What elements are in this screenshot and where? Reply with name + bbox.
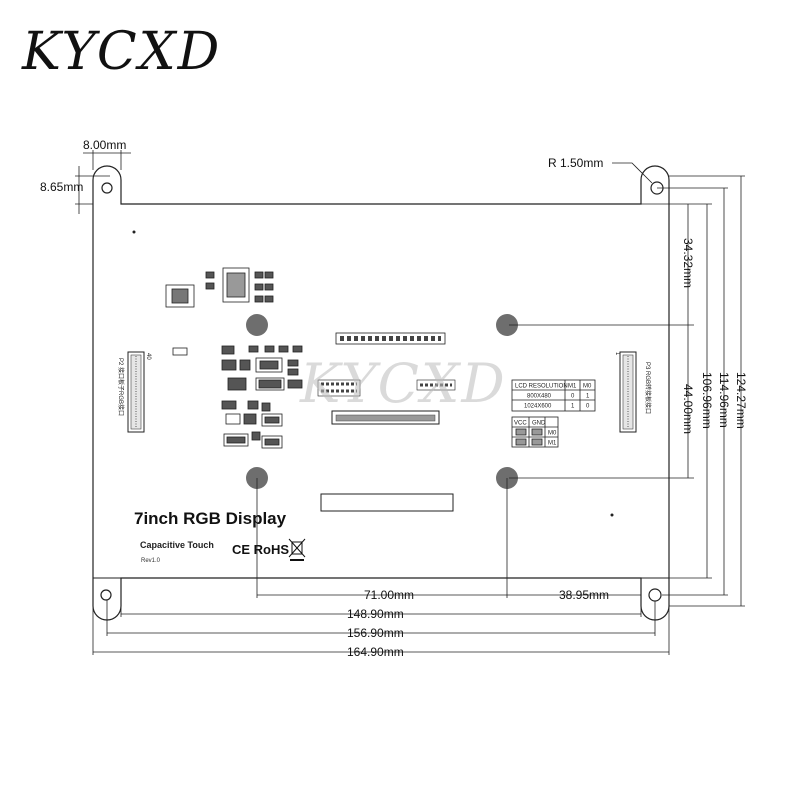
- standoff-top-right: [496, 314, 518, 336]
- resolution-table-header: M1: [568, 384, 577, 390]
- resolution-table-header: M0: [583, 384, 592, 390]
- right-connector-label: P3 RGB转接板接口: [644, 362, 652, 414]
- small-headers: [317, 379, 456, 397]
- dim-corner-radius: R 1.50mm: [548, 156, 603, 170]
- jumper-table-header: GND: [532, 421, 546, 427]
- brand-logo: KYCXD: [22, 22, 222, 82]
- fiducial-dot: [132, 230, 136, 234]
- dim-width-inner: 148.90mm: [347, 607, 404, 621]
- dim-mount-spacing-y: 34.32mm: [681, 238, 695, 288]
- jumper-table-row: M0: [548, 431, 557, 437]
- mount-hole-bottom-right: [648, 588, 662, 602]
- dim-mount-spacing-y2: 44.00mm: [681, 384, 695, 434]
- fiducial-dot: [610, 513, 614, 517]
- header-pin-strip: [335, 332, 446, 345]
- left-connector-label: P2 接口板子RGB接口: [117, 358, 125, 416]
- dim-mount-spacing-x: 71.00mm: [364, 588, 414, 602]
- resolution-table: [511, 379, 596, 412]
- board-title: 7inch RGB Display: [134, 509, 287, 528]
- resolution-table-cell: 1: [586, 394, 590, 400]
- jumper-table-row: M1: [548, 441, 557, 447]
- dim-height-inner: 106.96mm: [700, 372, 714, 429]
- standoff-top-left: [246, 314, 268, 336]
- left-connector-pin: 40: [145, 353, 151, 360]
- dim-height-mid: 114.96mm: [717, 372, 731, 428]
- watermark: KYCXD: [300, 352, 507, 415]
- weee-bin-icon: [288, 538, 306, 561]
- resolution-table-cell: 0: [586, 404, 590, 410]
- dim-width-total: 164.90mm: [347, 645, 404, 659]
- jumper-table: [511, 416, 559, 448]
- left-fpc-connector: [127, 351, 145, 433]
- certification-marks: CE RoHS: [232, 542, 289, 557]
- center-fpc-connector: [331, 410, 440, 425]
- dimension-lines: [75, 150, 745, 655]
- resolution-table-header: LCD RESOLUTION: [515, 384, 568, 390]
- mount-hole-top-left: [101, 182, 113, 194]
- label-area: [320, 493, 454, 512]
- right-fpc-connector: [619, 351, 637, 433]
- dim-hole-offset-y: 8.65mm: [40, 180, 83, 194]
- dim-hole-offset-x: 8.00mm: [83, 138, 126, 152]
- board-subtitle: Capacitive Touch: [140, 540, 214, 550]
- resolution-table-cell: 1: [571, 404, 575, 410]
- resolution-table-cell: 1024X600: [524, 404, 552, 410]
- component-cluster-power: [165, 267, 274, 356]
- component-cluster-middle: [221, 345, 303, 449]
- dim-mount-offset-x: 38.95mm: [559, 588, 609, 602]
- jumper-table-header: VCC: [514, 421, 527, 427]
- right-connector-pin: 1: [614, 352, 620, 356]
- resolution-table-cell: 0: [571, 394, 575, 400]
- dim-width-mid: 156.90mm: [347, 626, 404, 640]
- resolution-table-cell: 800X480: [527, 394, 552, 400]
- board-revision: Rev1.0: [141, 558, 161, 564]
- dim-height-total: 124.27mm: [734, 372, 748, 429]
- mount-hole-bottom-left: [100, 589, 112, 601]
